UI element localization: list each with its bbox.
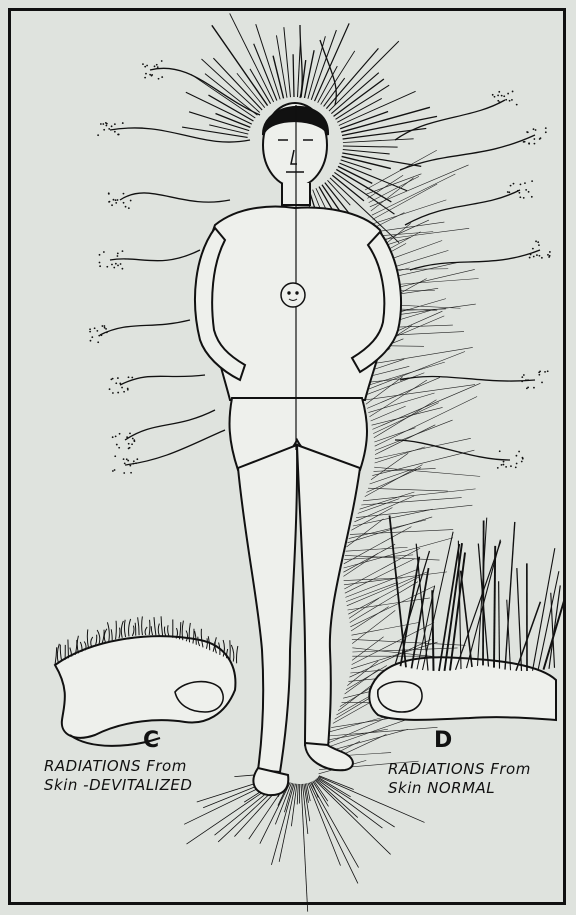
caption-devitalized: RADIATIONS From Skin -DEVITALIZED bbox=[44, 757, 192, 795]
label-c: C bbox=[143, 728, 159, 753]
caption-devitalized-line2: Skin -DEVITALIZED bbox=[44, 776, 192, 795]
caption-normal-line2: Skin NORMAL bbox=[388, 779, 531, 798]
caption-normal-line1: RADIATIONS From bbox=[388, 760, 531, 779]
label-d: D bbox=[434, 728, 452, 753]
caption-devitalized-line1: RADIATIONS From bbox=[44, 757, 192, 776]
caption-normal: RADIATIONS From Skin NORMAL bbox=[388, 760, 531, 798]
